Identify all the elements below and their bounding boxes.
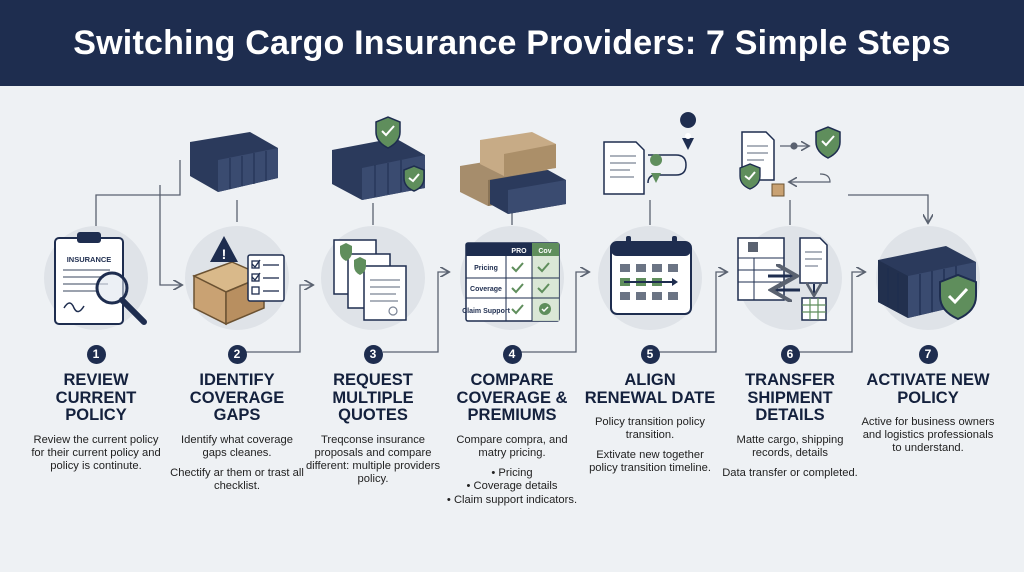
container-shield-icon [878,246,977,321]
step-title: IDENTIFY COVERAGE GAPS [189,371,285,424]
quote-documents-icon [333,239,407,321]
step-number: 5 [640,345,660,364]
container-shield-icon-3 [332,116,425,200]
step-description: Compare compra, and matry pricing. • Pri… [444,434,580,508]
step-title: ALIGN RENEWAL DATE [584,371,716,407]
step-number: 4 [502,345,522,364]
step-description: Treqconse insurance proposals and compar… [305,433,441,485]
step-title: TRANSFER SHIPMENT DETAILS [745,371,835,424]
page-title: Switching Cargo Insurance Providers: 7 S… [73,23,951,62]
connector-1-top [95,160,181,235]
svg-text:!: ! [222,246,227,262]
bullet-pricing: • Pricing [491,466,533,479]
step-title: REQUEST MULTIPLE QUOTES [332,371,414,424]
step-description: Policy transition policy transition.Exti… [589,416,711,474]
connector-2-3 [245,285,312,353]
bullet-coverage: • Coverage details [466,480,558,492]
connector-1-2 [159,185,181,285]
step-title: COMPARE COVERAGE & PREMIUMS [456,371,568,424]
connector-3-4 [383,272,448,353]
connector-top-7 [848,194,928,222]
calendar-icon [610,236,692,315]
step-description: Review the current policy for their curr… [31,433,161,472]
comparison-table-icon: PRO Cov Pricing Coverage Claim Support [462,242,560,322]
step-6: 6 TRANSFER SHIPMENT DETAILS Matte cargo,… [722,345,858,487]
table-pro-label: PRO [511,248,527,255]
step-7: 7 ACTIVATE NEW POLICY Active for busines… [860,345,996,462]
step-4: 4 COMPARE COVERAGE & PREMIUMS Compare co… [444,345,580,507]
step-2: 2 IDENTIFY COVERAGE GAPS Identify what c… [169,345,305,500]
step-5: 5 ALIGN RENEWAL DATE Policy transition p… [582,345,718,482]
step-3: 3 REQUEST MULTIPLE QUOTES Treqconse insu… [305,345,441,493]
bullet-claim-support: • Claim support indicators. [446,493,578,506]
connector-6-7 [797,272,864,353]
step-title: REVIEW CURRENT POLICY [55,371,137,424]
route-document-icon [603,112,697,195]
shield-documents-icon [739,126,841,197]
document-transfer-icon [737,237,828,321]
step-title: ACTIVATE NEW POLICY [866,371,990,407]
step-description: Identify what coverage gaps cleanes.Chec… [170,433,304,492]
connector-lines [95,160,928,353]
connector-4-5 [520,272,588,353]
table-row-pricing: Pricing [474,265,498,272]
step-number: 6 [780,345,800,364]
step-number: 3 [363,345,383,364]
stacked-containers-icon [460,132,566,214]
table-cov-label: Cov [538,248,551,255]
step-number: 2 [227,345,247,364]
header-bar: Switching Cargo Insurance Providers: 7 S… [0,0,1024,86]
container-top-icon-2 [190,132,278,192]
step-number: 7 [918,345,938,364]
step-number: 1 [86,345,106,364]
table-row-coverage: Coverage [470,286,502,293]
box-warning-icon: ! [192,236,285,326]
step-1: 1 REVIEW CURRENT POLICY Review the curre… [28,345,164,480]
step-description: Active for business owners and logistics… [861,416,995,454]
connector-5-6 [658,272,726,353]
clipboard-magnifier-icon: INSURANCE [54,232,147,325]
table-row-claim-support: Claim Support [462,308,511,315]
insurance-doc-label: INSURANCE [67,255,112,264]
